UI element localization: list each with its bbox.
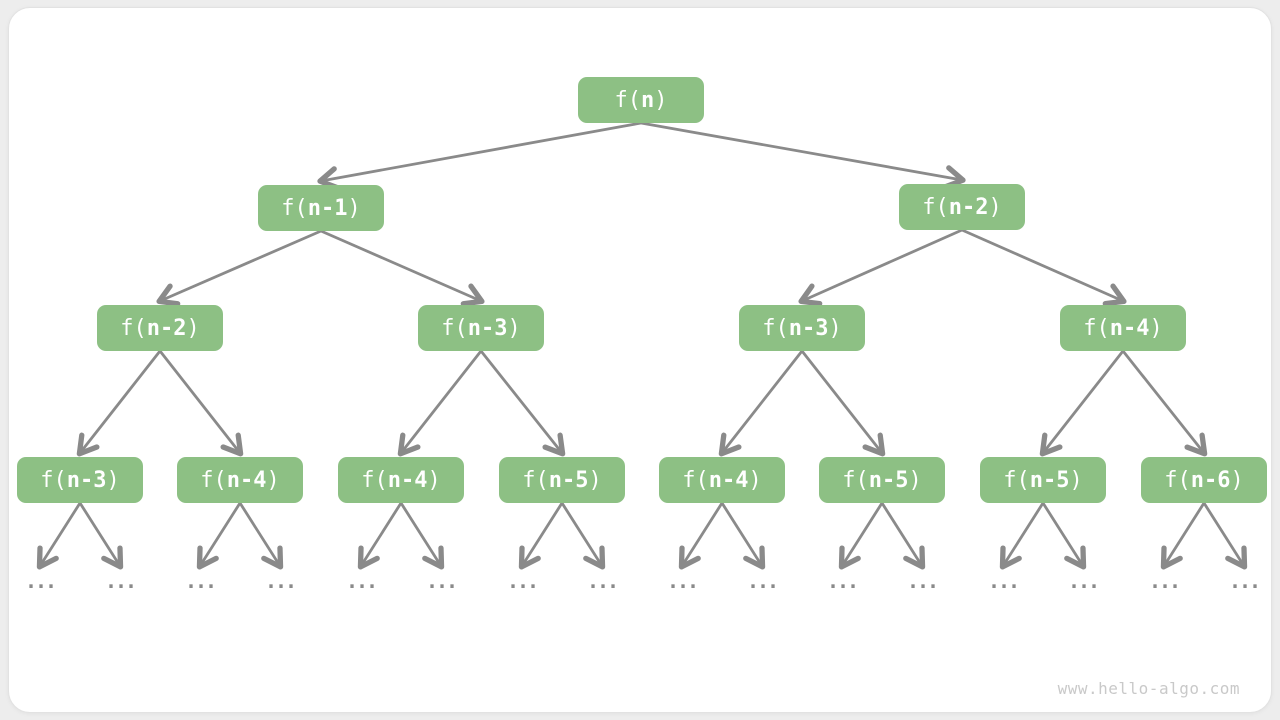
node-label: f(n-4) bbox=[200, 468, 280, 493]
edge-arrow bbox=[518, 502, 564, 570]
edge-arrow bbox=[961, 228, 1127, 307]
ellipsis-dots: ... bbox=[827, 569, 857, 593]
tree-node: f(n-4) bbox=[338, 457, 464, 503]
edge-arrow bbox=[1121, 350, 1208, 457]
tree-node: f(n-2) bbox=[97, 305, 223, 351]
ellipsis-dots: ... bbox=[667, 569, 697, 593]
node-label: f(n-4) bbox=[361, 468, 441, 493]
ellipsis-dots: ... bbox=[25, 569, 55, 593]
edge-arrow bbox=[1202, 502, 1248, 570]
tree-node: f(n-6) bbox=[1141, 457, 1267, 503]
node-label: f(n-5) bbox=[522, 468, 602, 493]
edge-arrow bbox=[397, 350, 483, 457]
tree-node: f(n-5) bbox=[499, 457, 625, 503]
tree-node: f(n-3) bbox=[17, 457, 143, 503]
node-label: f(n-6) bbox=[1164, 468, 1244, 493]
tree-node: f(n) bbox=[578, 77, 704, 123]
edge-arrow bbox=[36, 502, 82, 570]
ellipsis-dots: ... bbox=[185, 569, 215, 593]
node-box bbox=[499, 457, 625, 503]
node-label: f(n-1) bbox=[281, 196, 361, 221]
tree-node: f(n-3) bbox=[418, 305, 544, 351]
edge-arrow bbox=[640, 121, 966, 190]
edge-arrow bbox=[479, 350, 566, 457]
edge-arrow bbox=[317, 121, 642, 191]
edge-arrow bbox=[320, 229, 485, 307]
tree-node: f(n-5) bbox=[980, 457, 1106, 503]
ellipsis-dots: ... bbox=[1068, 569, 1098, 593]
node-label: f(n-4) bbox=[682, 468, 762, 493]
edge-arrow bbox=[1160, 502, 1206, 570]
tree-node: f(n-5) bbox=[819, 457, 945, 503]
node-box bbox=[338, 457, 464, 503]
tree-edges bbox=[36, 121, 1248, 570]
tree-node: f(n-1) bbox=[258, 185, 384, 231]
ellipsis-dots: ... bbox=[747, 569, 777, 593]
tree-node: f(n-4) bbox=[1060, 305, 1186, 351]
node-box bbox=[739, 305, 865, 351]
node-box bbox=[819, 457, 945, 503]
edge-arrow bbox=[158, 350, 244, 457]
node-label: f(n-5) bbox=[1003, 468, 1083, 493]
node-label: f(n-5) bbox=[842, 468, 922, 493]
edge-arrow bbox=[78, 502, 124, 570]
node-label: f(n-2) bbox=[922, 195, 1002, 220]
node-box bbox=[17, 457, 143, 503]
edge-arrow bbox=[798, 228, 963, 307]
ellipsis-dots: ... bbox=[587, 569, 617, 593]
node-box bbox=[258, 185, 384, 231]
node-label: f(n-2) bbox=[120, 316, 200, 341]
node-box bbox=[1141, 457, 1267, 503]
edge-arrow bbox=[800, 350, 886, 457]
edge-arrow bbox=[1041, 502, 1087, 570]
ellipsis-dots: ... bbox=[907, 569, 937, 593]
ellipsis-dots: ... bbox=[346, 569, 376, 593]
node-label: f(n) bbox=[615, 88, 668, 113]
node-label: f(n-3) bbox=[762, 316, 842, 341]
edge-arrow bbox=[838, 502, 884, 570]
node-box bbox=[980, 457, 1106, 503]
ellipsis-dots: ... bbox=[265, 569, 295, 593]
ellipsis-dots: ... bbox=[105, 569, 135, 593]
node-box bbox=[1060, 305, 1186, 351]
edge-arrow bbox=[196, 502, 242, 570]
edge-arrow bbox=[560, 502, 606, 570]
tree-nodes: ........................................… bbox=[17, 77, 1267, 593]
ellipsis-dots: ... bbox=[426, 569, 456, 593]
watermark-text: www.hello-algo.com bbox=[1057, 679, 1240, 698]
ellipsis-dots: ... bbox=[1149, 569, 1179, 593]
node-box bbox=[578, 77, 704, 123]
tree-node: f(n-4) bbox=[177, 457, 303, 503]
edge-arrow bbox=[1039, 350, 1125, 457]
diagram-card bbox=[8, 7, 1272, 713]
edge-arrow bbox=[76, 350, 162, 457]
edge-arrow bbox=[720, 502, 766, 570]
edge-arrow bbox=[678, 502, 724, 570]
edge-arrow bbox=[880, 502, 926, 570]
node-box bbox=[177, 457, 303, 503]
edge-arrow bbox=[357, 502, 403, 570]
edge-arrow bbox=[999, 502, 1045, 570]
edge-arrow bbox=[156, 229, 322, 307]
node-label: f(n-4) bbox=[1083, 316, 1163, 341]
node-box bbox=[97, 305, 223, 351]
tree-node: f(n-4) bbox=[659, 457, 785, 503]
ellipsis-dots: ... bbox=[507, 569, 537, 593]
edge-arrow bbox=[238, 502, 284, 570]
node-box bbox=[899, 184, 1025, 230]
node-label: f(n-3) bbox=[40, 468, 120, 493]
ellipsis-dots: ... bbox=[1229, 569, 1259, 593]
node-box bbox=[659, 457, 785, 503]
edge-arrow bbox=[399, 502, 445, 570]
tree-node: f(n-2) bbox=[899, 184, 1025, 230]
tree-node: f(n-3) bbox=[739, 305, 865, 351]
ellipsis-dots: ... bbox=[988, 569, 1018, 593]
node-label: f(n-3) bbox=[441, 316, 521, 341]
edge-arrow bbox=[718, 350, 804, 457]
node-box bbox=[418, 305, 544, 351]
